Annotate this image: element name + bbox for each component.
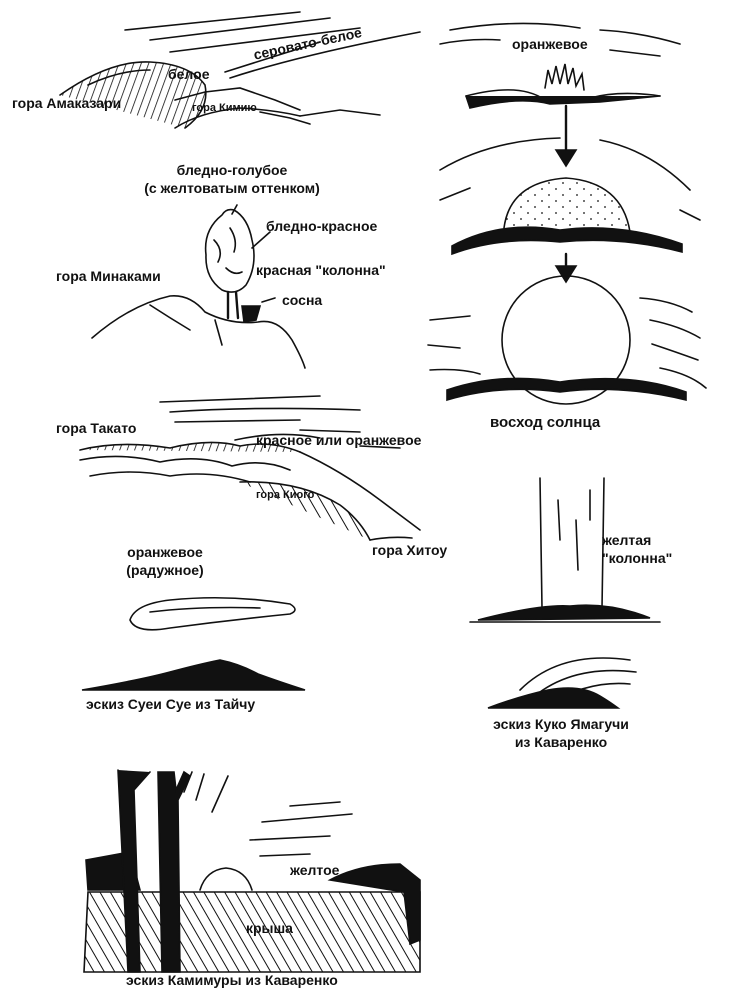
label-mount-kimiyu: гора Кимию xyxy=(192,100,257,116)
label-yellow: желтая xyxy=(602,532,651,548)
label-pine: сосна xyxy=(282,292,322,308)
caption-kuko-source: из Каваренко xyxy=(466,734,656,750)
label-mount-kiogo: гора Киого xyxy=(256,487,314,503)
label-rainbow: (радужное) xyxy=(100,562,230,578)
label-yellow-kamimura: желтое xyxy=(290,862,339,878)
label-red-or-orange: красное или оранжевое xyxy=(256,432,421,448)
label-pale-red: бледно-красное xyxy=(266,218,377,234)
label-mount-amakazari: гора Амаказари xyxy=(12,95,121,111)
caption-sueyi-sue: эскиз Суеи Суе из Тайчу xyxy=(86,696,255,712)
label-pale-blue: бледно-голубое xyxy=(132,162,332,178)
label-pale-blue-note: (с желтоватым оттенком) xyxy=(122,180,342,196)
caption-kamimura: эскиз Камимуры из Каваренко xyxy=(126,972,338,988)
sunrise-sequence xyxy=(428,23,706,404)
sketch-kamimura xyxy=(84,770,420,972)
label-red-column: красная "колонна" xyxy=(256,262,386,278)
label-column: "колонна" xyxy=(602,550,672,566)
sketch-kuko-yamaguchi xyxy=(488,658,636,708)
label-orange-sunrise: оранжевое xyxy=(512,36,588,52)
label-white: белое xyxy=(168,66,209,82)
label-mount-takato: гора Такато xyxy=(56,420,136,436)
label-sunrise: восход солнца xyxy=(490,415,600,431)
label-roof: крыша xyxy=(246,920,293,936)
sketch-sueyi-sue xyxy=(82,598,305,690)
sketch-takato xyxy=(80,396,420,540)
caption-kuko-yamaguchi: эскиз Куко Ямагучи xyxy=(466,716,656,732)
label-mount-minakami: гора Минаками xyxy=(56,268,161,284)
label-mount-hitou: гора Хитоу xyxy=(372,542,447,558)
label-orange: оранжевое xyxy=(100,544,230,560)
